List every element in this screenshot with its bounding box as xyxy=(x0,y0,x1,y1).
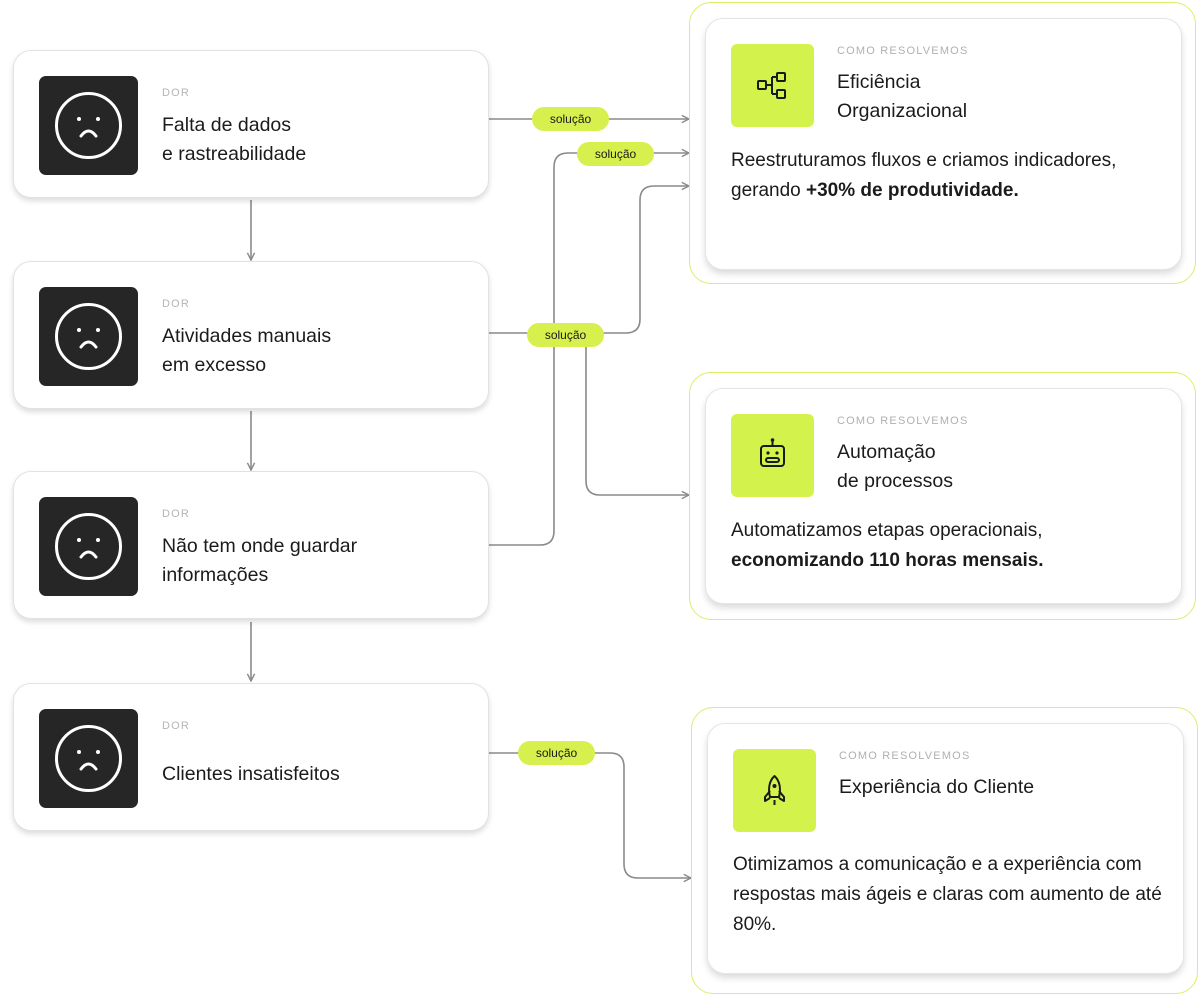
solution-card-2: COMO RESOLVEMOS Automação de processos A… xyxy=(705,388,1182,604)
pain-tag: DOR xyxy=(162,298,191,310)
sad-face-icon xyxy=(39,709,138,808)
pain-card-3: DOR Não tem onde guardar informações xyxy=(13,471,489,619)
solution-pill-4: solução xyxy=(518,741,595,765)
sad-face-icon xyxy=(39,287,138,386)
solution-pill-2: solução xyxy=(577,142,654,166)
link-pain3-sol1 xyxy=(489,153,689,546)
solution-card-3: COMO RESOLVEMOS Experiência do Cliente O… xyxy=(707,723,1184,974)
pain-title: Atividades manuais em excesso xyxy=(162,325,332,376)
solution-tag: COMO RESOLVEMOS xyxy=(837,45,969,57)
solution-description: Otimizamos a comunicação e a experiência… xyxy=(733,854,1162,935)
pain-tag: DOR xyxy=(162,508,191,520)
solution-title: Automação de processos xyxy=(837,441,953,492)
pain-card-2: DOR Atividades manuais em excesso xyxy=(13,261,489,409)
org-chart-icon xyxy=(731,44,814,127)
pain-title: Não tem onde guardar informações xyxy=(162,535,358,586)
rocket-icon xyxy=(733,749,816,832)
pain-title: Clientes insatisfeitos xyxy=(162,763,340,785)
sad-face-icon xyxy=(39,76,138,175)
solution-frame-2: COMO RESOLVEMOS Automação de processos A… xyxy=(689,372,1196,620)
pain-card-1: DOR Falta de dados e rastreabilidade xyxy=(13,50,489,198)
solution-title: Experiência do Cliente xyxy=(839,776,1035,798)
solution-frame-1: COMO RESOLVEMOS Eficiência Organizaciona… xyxy=(689,2,1196,284)
solution-tag: COMO RESOLVEMOS xyxy=(839,750,971,762)
pain-title: Falta de dados e rastreabilidade xyxy=(162,114,307,165)
pain-tag: DOR xyxy=(162,720,191,732)
solution-description: Automatizamos etapas operacionais, econo… xyxy=(731,520,1044,571)
solution-pill-1: solução xyxy=(532,107,609,131)
solution-pill-3: solução xyxy=(527,323,604,347)
pain-card-4: DOR Clientes insatisfeitos xyxy=(13,683,489,831)
solution-tag: COMO RESOLVEMOS xyxy=(837,415,969,427)
robot-icon xyxy=(731,414,814,497)
link-pain2-sol1 xyxy=(489,186,689,334)
solution-card-1: COMO RESOLVEMOS Eficiência Organizaciona… xyxy=(705,18,1182,270)
solution-frame-3: COMO RESOLVEMOS Experiência do Cliente O… xyxy=(691,707,1198,994)
link-pain2-sol2 xyxy=(585,340,689,495)
solution-description: Reestruturamos fluxos e criamos indicado… xyxy=(731,150,1117,201)
link-pain4-sol3 xyxy=(489,752,691,878)
solution-title: Eficiência Organizacional xyxy=(837,71,968,122)
sad-face-icon xyxy=(39,497,138,596)
pain-tag: DOR xyxy=(162,87,191,99)
